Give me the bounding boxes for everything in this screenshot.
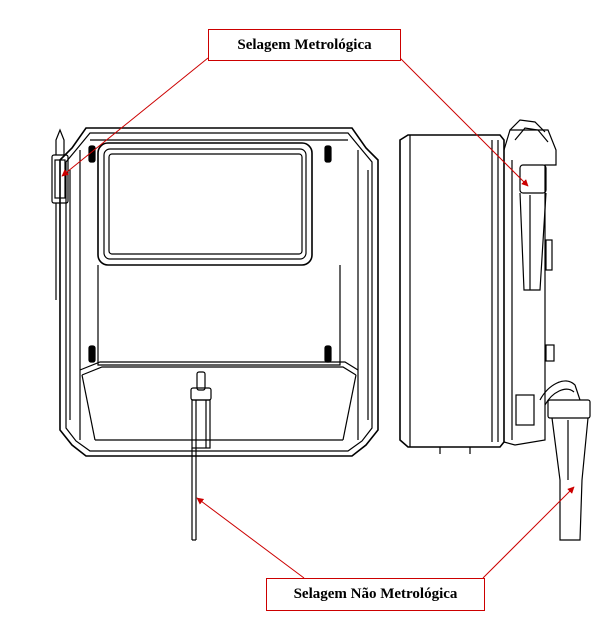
side-view: [399, 119, 591, 541]
callout-lines: [61, 57, 575, 579]
non-metrological-seal-label: Selagem Não Metrológica: [266, 578, 485, 611]
metrological-seal-label: Selagem Metrológica: [208, 29, 401, 61]
front-view: [51, 127, 379, 541]
